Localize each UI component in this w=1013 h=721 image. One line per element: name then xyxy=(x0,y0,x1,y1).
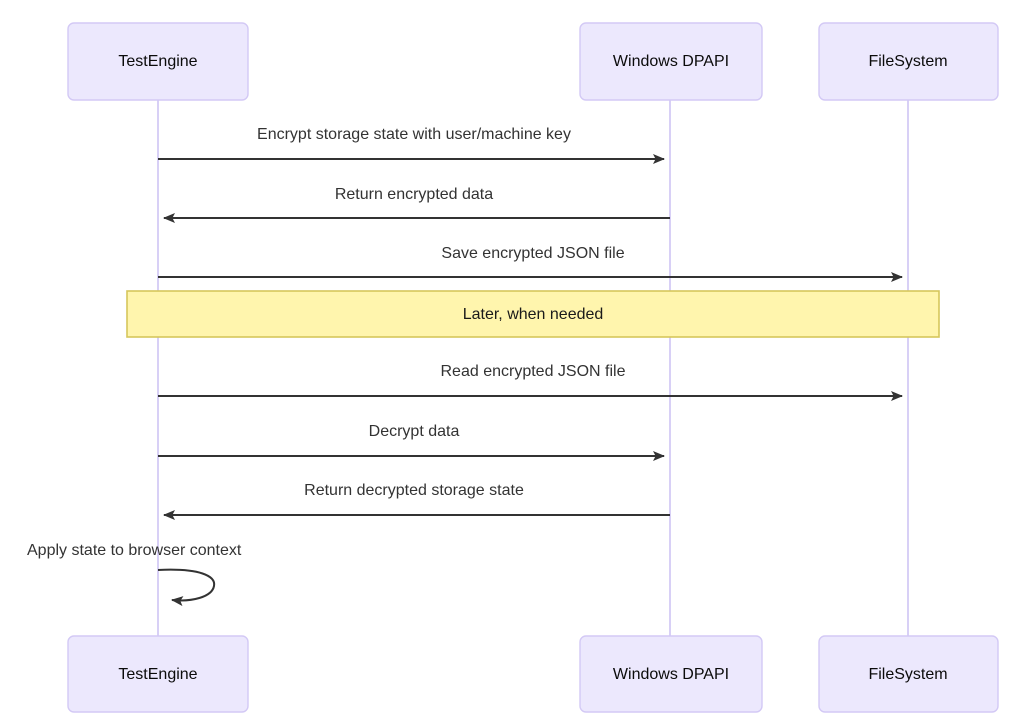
message-3: Save encrypted JSON file xyxy=(158,245,903,282)
message-arrow-7 xyxy=(157,568,216,607)
participant-filesystem-bottom[interactable]: FileSystem xyxy=(818,635,999,713)
message-5: Decrypt data xyxy=(158,423,665,461)
message-label-3: Save encrypted JSON file xyxy=(441,245,624,262)
note-box xyxy=(126,290,940,338)
lifelines xyxy=(157,100,909,636)
note-label: Later, when needed xyxy=(463,306,604,323)
message-1: Encrypt storage state with user/machine … xyxy=(158,126,665,164)
message-label-5: Decrypt data xyxy=(369,423,460,440)
participant-label-dpapi-top: Windows DPAPI xyxy=(613,53,729,70)
message-label-4: Read encrypted JSON file xyxy=(441,363,626,380)
participant-filesystem-top[interactable]: FileSystem xyxy=(818,22,999,101)
participant-box-dpapi-bottom[interactable] xyxy=(579,635,763,713)
message-label-2: Return encrypted data xyxy=(335,186,493,203)
participant-dpapi-top[interactable]: Windows DPAPI xyxy=(579,22,763,101)
participant-label-filesystem-bottom: FileSystem xyxy=(868,666,947,683)
participant-testengine-bottom[interactable]: TestEngine xyxy=(67,635,249,713)
participant-label-dpapi-bottom: Windows DPAPI xyxy=(613,666,729,683)
message-4: Read encrypted JSON file xyxy=(158,363,903,401)
participant-box-filesystem-top[interactable] xyxy=(818,22,999,101)
participant-box-dpapi-top[interactable] xyxy=(579,22,763,101)
participant-box-testengine-top[interactable] xyxy=(67,22,249,101)
note-later-when-needed: Later, when needed xyxy=(126,290,940,338)
participant-box-filesystem-bottom[interactable] xyxy=(818,635,999,713)
message-label-6: Return decrypted storage state xyxy=(304,482,524,499)
message-7-self-loop: Apply state to browser context xyxy=(27,542,242,607)
message-2: Return encrypted data xyxy=(163,186,670,223)
participant-box-testengine-bottom[interactable] xyxy=(67,635,249,713)
message-6: Return decrypted storage state xyxy=(163,482,670,520)
participant-dpapi-bottom[interactable]: Windows DPAPI xyxy=(579,635,763,713)
participant-label-testengine-top: TestEngine xyxy=(118,53,197,70)
participant-testengine-top[interactable]: TestEngine xyxy=(67,22,249,101)
message-label-7: Apply state to browser context xyxy=(27,542,242,559)
message-label-1: Encrypt storage state with user/machine … xyxy=(257,126,571,143)
participant-label-testengine-bottom: TestEngine xyxy=(118,666,197,683)
participant-label-filesystem-top: FileSystem xyxy=(868,53,947,70)
